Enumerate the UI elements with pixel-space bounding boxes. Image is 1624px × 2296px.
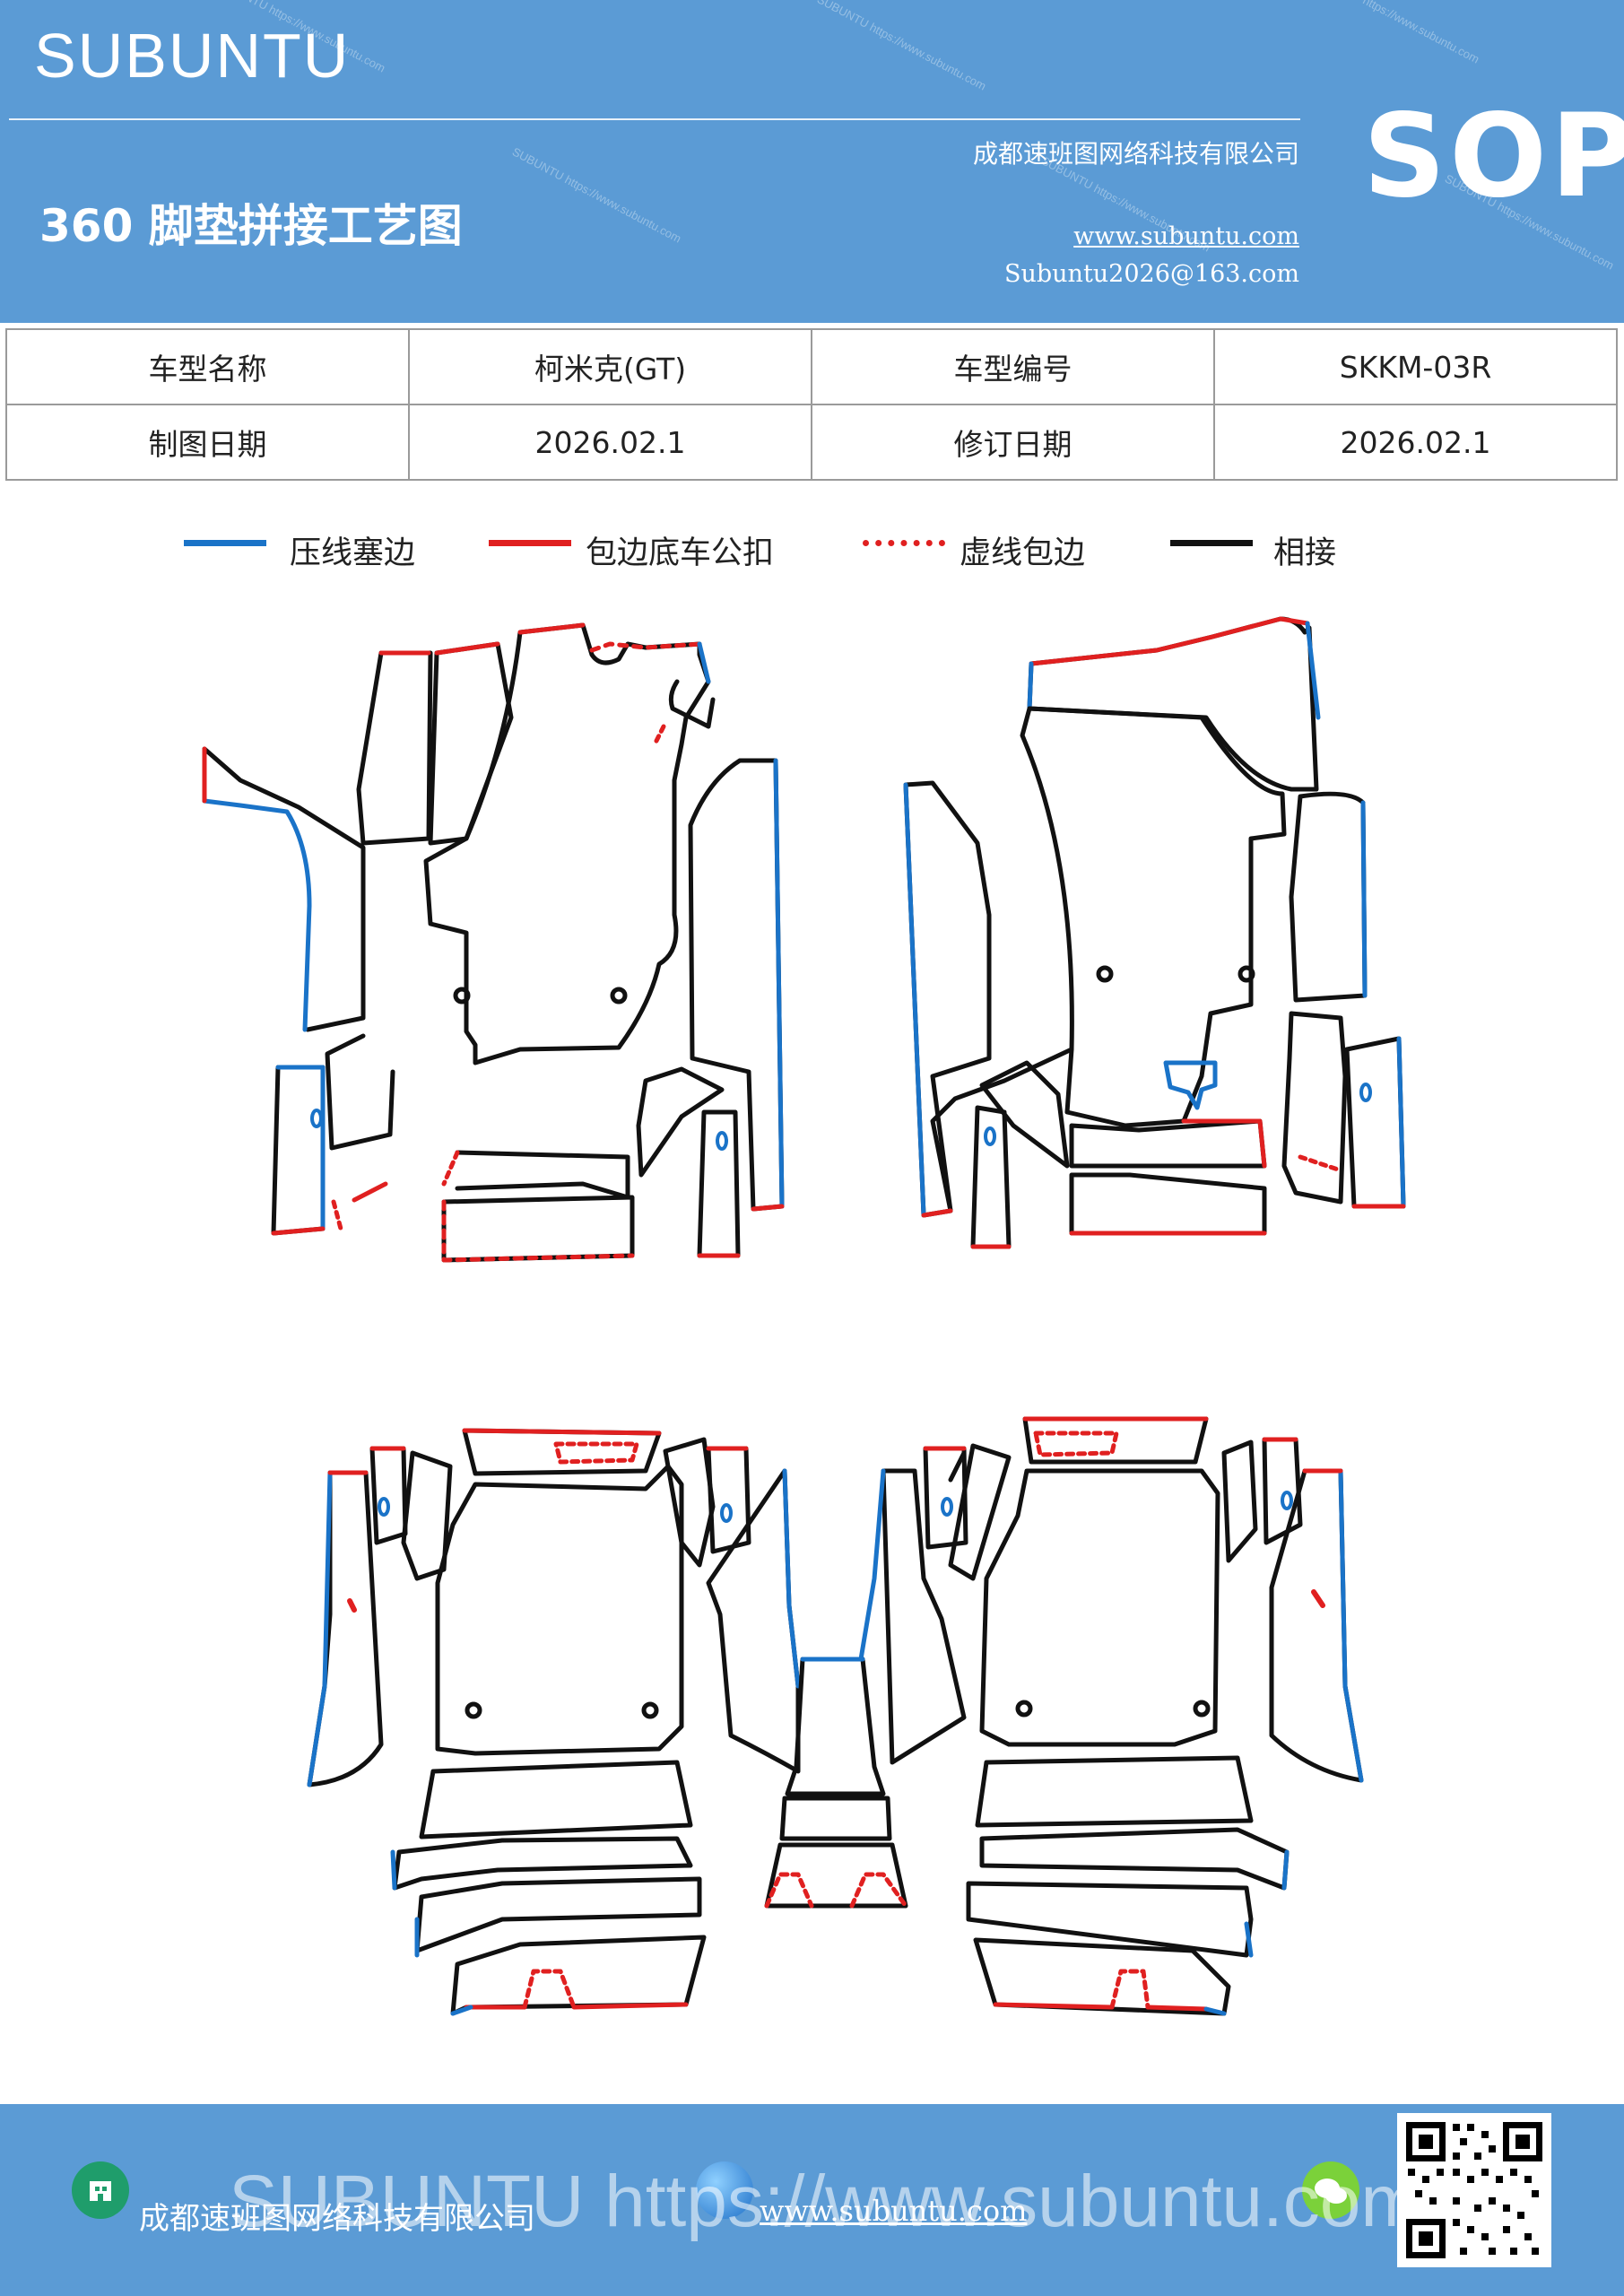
model-info-table: 车型名称 柯米克(GT) 车型编号 SKKM-03R 制图日期 2026.02.… xyxy=(5,328,1618,481)
red-line-swatch xyxy=(489,540,571,546)
draw-date-label: 制图日期 xyxy=(5,404,410,481)
website-link[interactable]: www.subuntu.com xyxy=(1073,222,1299,250)
clip-hole-icon xyxy=(716,1131,728,1151)
table-row: 车型名称 柯米克(GT) 车型编号 SKKM-03R xyxy=(5,328,1618,405)
center-tunnel-mat xyxy=(764,1657,908,1909)
revise-date-label: 修订日期 xyxy=(811,404,1215,481)
company-name: 成都速班图网络科技有限公司 xyxy=(972,139,1299,169)
fixing-hole-icon xyxy=(453,987,471,1004)
fixing-hole-icon xyxy=(610,987,628,1004)
rear-right-mat-set xyxy=(858,1416,1364,2016)
red-dotted-swatch xyxy=(863,540,945,546)
qr-code-icon xyxy=(1406,2122,1542,2258)
clip-hole-icon xyxy=(720,1503,733,1523)
email-address: Subuntu2026@163.com xyxy=(1004,260,1299,288)
clip-hole-icon xyxy=(1281,1491,1293,1510)
fixing-hole-icon xyxy=(1015,1700,1033,1718)
black-line-swatch xyxy=(1170,540,1253,546)
globe-icon xyxy=(696,2161,753,2219)
legend-label: 压线塞边 xyxy=(290,535,416,571)
front-left-mat-set xyxy=(202,622,785,1263)
revise-date-value: 2026.02.1 xyxy=(1213,404,1618,481)
model-code-value: SKKM-03R xyxy=(1213,328,1618,405)
legend-label: 相接 xyxy=(1273,535,1337,571)
fixing-hole-icon xyxy=(465,1701,482,1719)
page-header: SUBUNTU https://www.subuntu.com SUBUNTU … xyxy=(0,0,1624,323)
sop-badge: SOP xyxy=(1363,90,1624,223)
legend-label: 虚线包边 xyxy=(960,535,1086,571)
fixing-hole-icon xyxy=(641,1701,659,1719)
clip-hole-icon xyxy=(310,1109,323,1128)
clip-hole-icon xyxy=(378,1497,390,1517)
clip-hole-icon xyxy=(1359,1083,1372,1102)
footer-company-name: 成都速班图网络科技有限公司 xyxy=(139,2201,535,2237)
fixing-hole-icon xyxy=(1096,965,1114,983)
clip-hole-icon xyxy=(984,1126,996,1146)
brand-name: SUBUNTU xyxy=(34,21,351,91)
blue-line-swatch xyxy=(184,540,266,546)
page-title: 360 脚垫拼接工艺图 xyxy=(39,200,463,252)
model-code-label: 车型编号 xyxy=(811,328,1215,405)
model-name-label: 车型名称 xyxy=(5,328,410,405)
header-divider xyxy=(9,118,1300,120)
draw-date-value: 2026.02.1 xyxy=(408,404,812,481)
footer-url-link[interactable]: www.subuntu.com xyxy=(760,2194,1028,2228)
clip-hole-icon xyxy=(941,1497,953,1517)
wechat-icon xyxy=(1302,2161,1359,2219)
front-right-mat-set xyxy=(903,616,1406,1249)
page-footer: 成都速班图网络科技有限公司 www.subuntu.com SUBUNTU ht… xyxy=(0,2104,1624,2296)
table-row: 制图日期 2026.02.1 修订日期 2026.02.1 xyxy=(5,404,1618,481)
rear-left-mat-set xyxy=(307,1428,801,2016)
legend-label: 包边底车公扣 xyxy=(586,535,775,571)
qr-code[interactable] xyxy=(1397,2113,1551,2267)
model-name-value: 柯米克(GT) xyxy=(408,328,812,405)
building-icon xyxy=(72,2161,129,2219)
fixing-hole-icon xyxy=(1193,1700,1211,1718)
fixing-hole-icon xyxy=(1238,965,1255,983)
legend: 压线塞边 包边底车公扣 虚线包边 相接 xyxy=(0,527,1624,572)
footer-watermark: SUBUNTU https://www.subuntu.com xyxy=(229,2161,1422,2242)
